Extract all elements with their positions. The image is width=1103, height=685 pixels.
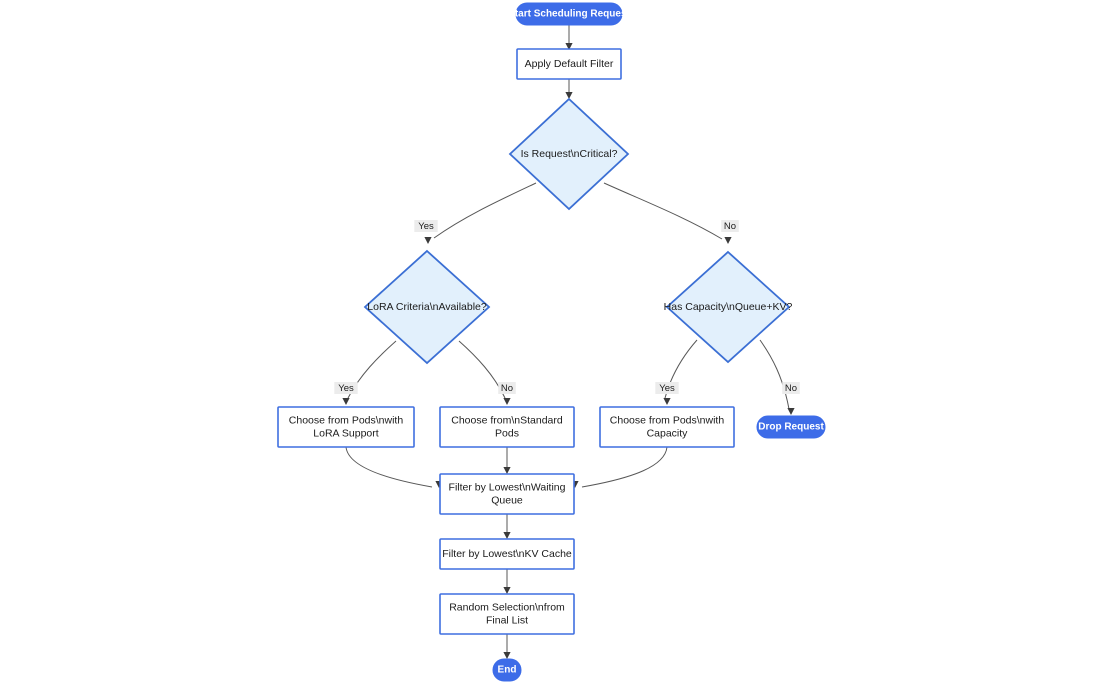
edge-pods_capacity-to-filter_queue (571, 446, 668, 488)
terminal-pill[interactable] (515, 2, 623, 26)
edge-label-yes-is_critical: Yes (414, 220, 438, 232)
edge-lora_criteria-to-pods_lora (342, 340, 397, 405)
edge-lora_criteria-to-pods_standard (458, 340, 511, 405)
node-label: Is Request\nCritical? (521, 148, 618, 160)
decision-diamond[interactable] (665, 250, 791, 364)
node-label: Pods (495, 427, 519, 439)
arrowhead-icon (503, 467, 511, 474)
edge-label-text: No (724, 221, 736, 232)
edge-label-text: Yes (338, 383, 354, 394)
node-label: Drop Request (758, 422, 824, 433)
node-start[interactable]: Start Scheduling Request (508, 2, 631, 26)
node-label: Filter by Lowest\nWaiting (449, 481, 566, 493)
arrowhead-icon (424, 237, 432, 244)
edge-label-no-lora_criteria: No (498, 382, 516, 394)
edge-has_capacity-to-pods_capacity (663, 339, 698, 405)
arrowhead-icon (565, 43, 573, 50)
node-label: Queue (491, 494, 523, 506)
arrowhead-icon (663, 398, 671, 405)
edge-line (581, 446, 668, 488)
node-label: Choose from Pods\nwith (610, 414, 725, 426)
edge-start-to-apply_filter (565, 25, 573, 50)
node-filter_kv[interactable]: Filter by Lowest\nKV Cache (439, 538, 575, 570)
process-box[interactable] (439, 473, 575, 515)
process-box[interactable] (439, 538, 575, 570)
edge-label-background (498, 382, 516, 394)
process-box[interactable] (516, 48, 622, 80)
edge-line (603, 182, 723, 240)
process-box[interactable] (439, 593, 575, 635)
arrowhead-icon (503, 587, 511, 594)
edge-label-background (334, 382, 358, 394)
edge-line (345, 446, 433, 488)
process-box[interactable] (277, 406, 415, 448)
node-is_critical[interactable]: Is Request\nCritical? (508, 97, 630, 211)
terminal-pill[interactable] (492, 658, 522, 682)
edge-pods_lora-to-filter_queue (345, 446, 443, 488)
arrowhead-icon (787, 408, 795, 415)
edge-label-background (414, 220, 438, 232)
node-label: Capacity (647, 427, 689, 439)
edge-line (458, 340, 506, 399)
edge-label-background (721, 220, 739, 232)
edge-filter_queue-to-filter_kv (503, 514, 511, 539)
node-label: LoRA Criteria\nAvailable? (367, 301, 487, 313)
arrowhead-icon (724, 237, 732, 244)
arrowhead-icon (342, 398, 350, 405)
decision-diamond[interactable] (508, 97, 630, 211)
edge-filter_kv-to-random_selection (503, 569, 511, 594)
node-apply_filter[interactable]: Apply Default Filter (516, 48, 622, 80)
decision-diamond[interactable] (363, 249, 491, 365)
node-lora_criteria[interactable]: LoRA Criteria\nAvailable? (363, 249, 491, 365)
arrowhead-icon (503, 398, 511, 405)
node-label: Start Scheduling Request (508, 9, 630, 20)
node-drop_request[interactable]: Drop Request (756, 415, 826, 439)
process-box[interactable] (439, 406, 575, 448)
node-label: Final List (486, 614, 528, 626)
arrowhead-icon (503, 652, 511, 659)
node-label: LoRA Support (313, 427, 378, 439)
node-label: Choose from Pods\nwith (289, 414, 404, 426)
edge-label-text: Yes (418, 221, 434, 232)
edge-label-background (782, 382, 800, 394)
node-label: Apply Default Filter (525, 58, 614, 70)
edge-label-background (655, 382, 679, 394)
node-has_capacity[interactable]: Has Capacity\nQueue+KV? (664, 250, 793, 364)
edge-line (759, 339, 790, 410)
edge-random_selection-to-end (503, 634, 511, 659)
node-label: Has Capacity\nQueue+KV? (664, 301, 793, 313)
edge-label-yes-has_capacity: Yes (655, 382, 679, 394)
edge-line (433, 182, 537, 239)
arrowhead-icon (565, 92, 573, 99)
arrowhead-icon (503, 532, 511, 539)
process-box[interactable] (599, 406, 735, 448)
node-label: Choose from\nStandard (451, 414, 563, 426)
edge-apply_filter-to-is_critical (565, 79, 573, 99)
node-label: Filter by Lowest\nKV Cache (442, 548, 572, 560)
edge-is_critical-to-has_capacity (603, 182, 732, 244)
edge-label-no-has_capacity: No (782, 382, 800, 394)
edge-pods_standard-to-filter_queue (503, 447, 511, 474)
edge-has_capacity-to-drop_request (759, 339, 795, 415)
edge-is_critical-to-lora_criteria (424, 182, 537, 244)
node-end[interactable]: End (492, 658, 522, 682)
edge-label-yes-lora_criteria: Yes (334, 382, 358, 394)
terminal-pill[interactable] (756, 415, 826, 439)
edge-label-text: No (501, 383, 513, 394)
edges-layer (342, 25, 795, 659)
node-label: Random Selection\nfrom (449, 601, 565, 613)
node-label: End (498, 665, 517, 676)
edge-label-text: Yes (659, 383, 675, 394)
edge-label-no-is_critical: No (721, 220, 739, 232)
edge-label-text: No (785, 383, 797, 394)
